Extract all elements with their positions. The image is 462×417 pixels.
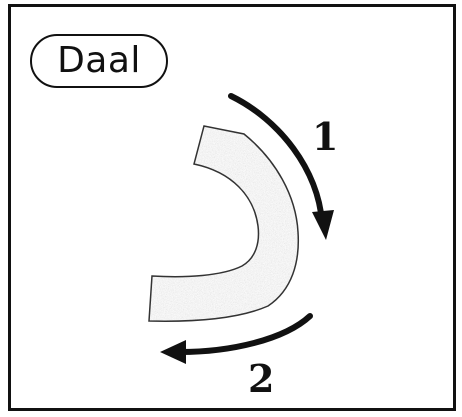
step-2-number: 2 bbox=[248, 356, 274, 401]
stroke-2-arrow bbox=[160, 316, 310, 364]
step-1-number: 1 bbox=[312, 114, 338, 159]
letter-stroke-shape bbox=[149, 126, 298, 321]
